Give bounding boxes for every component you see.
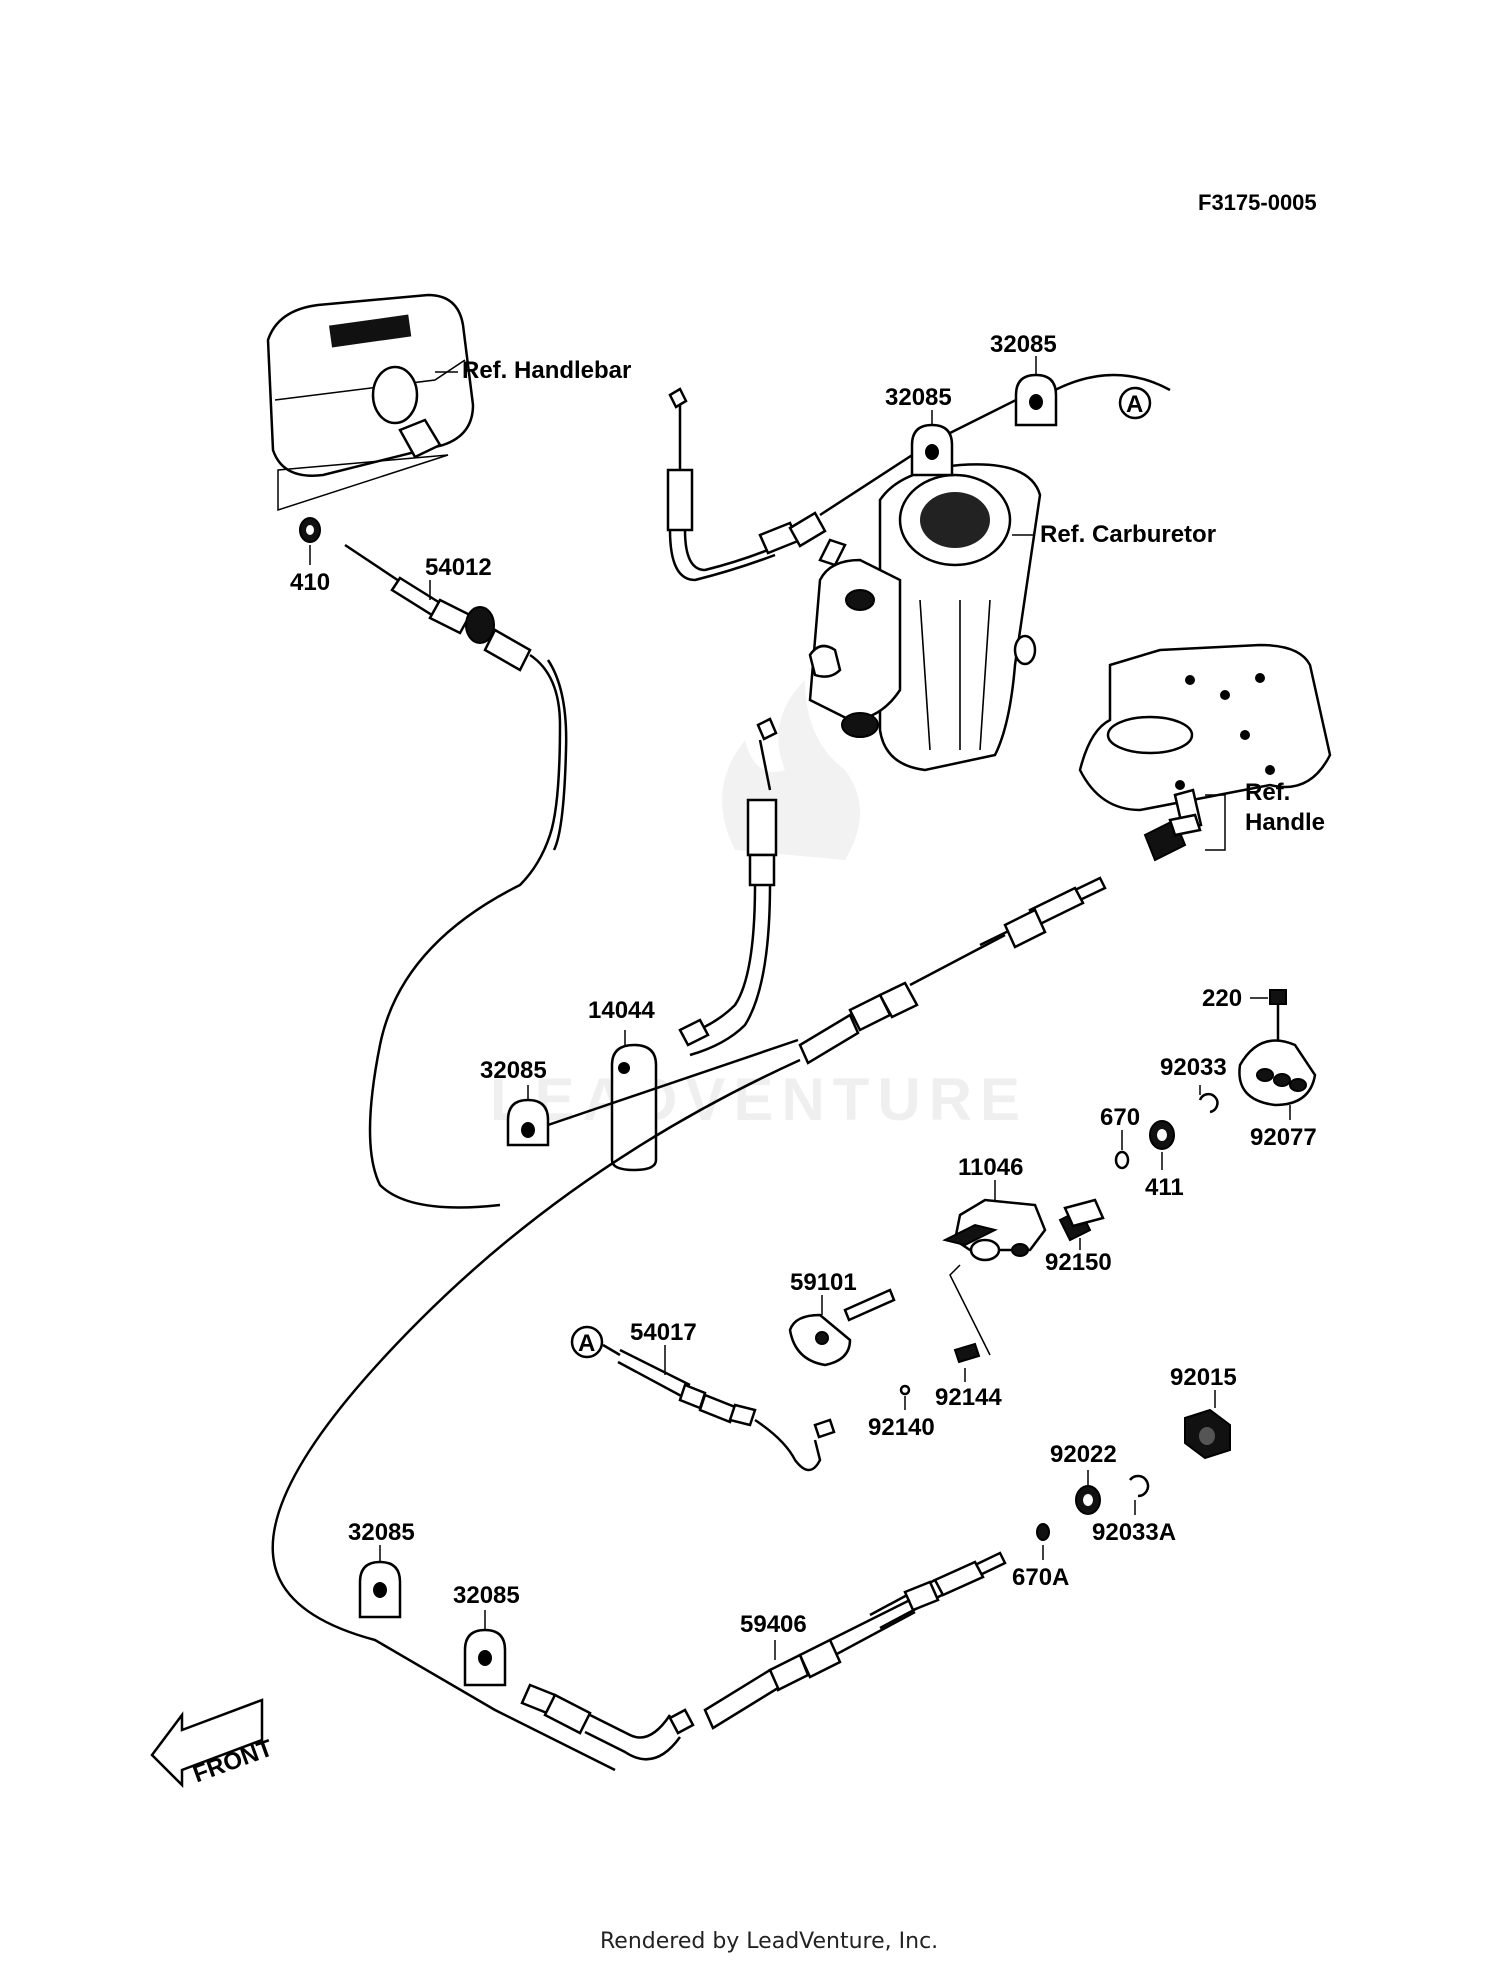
- ring-670: [1114, 1130, 1130, 1170]
- part-670a-label: 670A: [1012, 1564, 1069, 1591]
- part-92015-label: 92015: [1170, 1364, 1237, 1391]
- connector-a-top-label: A: [1126, 391, 1143, 418]
- washer-92022: [1075, 1470, 1101, 1515]
- part-32085-label-lower-2: 32085: [453, 1582, 520, 1609]
- watermark-text: LEADVENTURE: [490, 1066, 1028, 1133]
- washer-410: [299, 517, 321, 565]
- diagram-code: F3175-0005: [1198, 190, 1317, 215]
- part-92033a-label: 92033A: [1092, 1519, 1176, 1546]
- part-54012-label: 54012: [425, 554, 492, 581]
- part-32085-label-left: 32085: [480, 1057, 547, 1084]
- spring-92144: [953, 1342, 981, 1382]
- connector-a-top: A: [1118, 386, 1152, 420]
- handle-bracket: [1078, 643, 1332, 862]
- clamp-32085-lower-2: [463, 1610, 507, 1687]
- part-670-label: 670: [1100, 1104, 1140, 1131]
- washer-411: [1149, 1120, 1175, 1170]
- part-410-label: 410: [290, 569, 330, 596]
- front-arrow-icon: FRONT: [150, 1698, 277, 1788]
- part-220-label: 220: [1202, 985, 1242, 1012]
- clamp-32085-upper-2: [1014, 356, 1058, 427]
- ref-handlebar-label: Ref. Handlebar: [462, 357, 631, 384]
- part-54017-label: 54017: [630, 1319, 697, 1346]
- choke-cable: [666, 373, 1171, 582]
- bolt-92150: [1058, 1198, 1105, 1250]
- part-59406-label: 59406: [740, 1611, 807, 1638]
- clamp-32085-upper-1: [910, 410, 954, 477]
- part-411-label: 411: [1145, 1174, 1184, 1201]
- ref-handle-label-2: Handle: [1245, 809, 1325, 836]
- pin-92140: [899, 1384, 911, 1410]
- part-59101-label: 59101: [790, 1269, 857, 1296]
- ring-670a: [1036, 1523, 1050, 1560]
- ref-handle-label-1: Ref.: [1245, 779, 1290, 806]
- lever-59101: [788, 1288, 896, 1367]
- plate-92077: [1238, 1039, 1317, 1120]
- part-92144-label: 92144: [935, 1384, 1002, 1411]
- shift-cable-upper: [798, 876, 1107, 1065]
- lever-11046: [942, 1180, 1047, 1262]
- cable-54012: [344, 543, 568, 1209]
- part-32085-label-lower-1: 32085: [348, 1519, 415, 1546]
- part-92077-label: 92077: [1250, 1124, 1317, 1151]
- cable-54017: A: [570, 1325, 836, 1472]
- clamp-32085-lower-1: [358, 1545, 402, 1619]
- handlebar-housing: [266, 293, 475, 512]
- connector-a-bottom-label: A: [578, 1330, 595, 1357]
- part-14044-label: 14044: [588, 997, 655, 1024]
- clamp-32085-left: [506, 1085, 550, 1147]
- clip-92033a: [1129, 1474, 1150, 1515]
- part-32085-label-upper-2: 32085: [990, 331, 1057, 358]
- cable-59406: [703, 1551, 1007, 1730]
- part-92022-label: 92022: [1050, 1441, 1117, 1468]
- carburetor: [808, 463, 1042, 772]
- throttle-cable-14044: [678, 717, 778, 1057]
- nut-92015: [1184, 1390, 1231, 1460]
- footer-credit: Rendered by LeadVenture, Inc.: [600, 1929, 938, 1954]
- lower-cable-end: [520, 1683, 695, 1761]
- clip-92033: [1198, 1085, 1219, 1114]
- ref-carburetor-label: Ref. Carburetor: [1040, 521, 1216, 548]
- part-92150-label: 92150: [1045, 1249, 1112, 1276]
- part-92140-label: 92140: [868, 1414, 935, 1441]
- bolt-220: [1250, 989, 1287, 1040]
- part-32085-label-upper-1: 32085: [885, 384, 952, 411]
- part-11046-label: 11046: [958, 1154, 1023, 1181]
- part-92033-label: 92033: [1160, 1054, 1227, 1081]
- plate-14044: [610, 1030, 658, 1172]
